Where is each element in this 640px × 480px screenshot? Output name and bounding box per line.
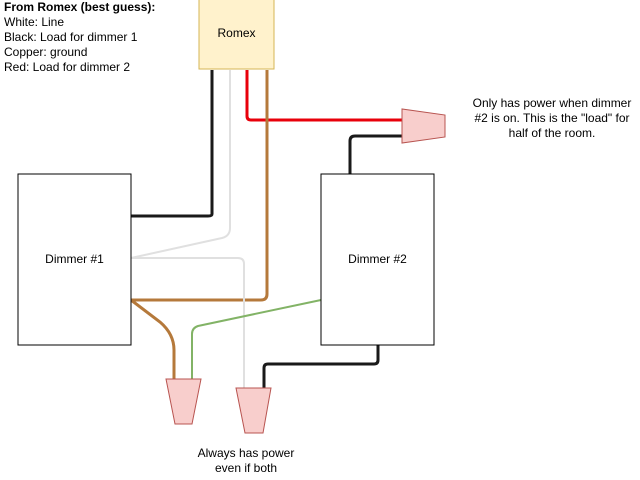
legend-line-white: White: Line (4, 15, 65, 29)
white-wire-dimmer1-to-wirenut (131, 257, 245, 388)
wirenut-bottom-right (235, 387, 272, 434)
dimmer2-label: Dimmer #2 (348, 252, 407, 266)
note-dimmer2-load: Only has power when dimmer #2 is on. Thi… (472, 96, 632, 140)
romex-legend: From Romex (best guess): White: Line Bla… (4, 0, 155, 75)
dimmer1-box (17, 173, 132, 346)
dimmer1-label: Dimmer #1 (45, 252, 104, 266)
romex-box (198, 0, 275, 70)
wirenut-bottom-left (165, 378, 202, 425)
romex-label: Romex (217, 26, 256, 40)
copper-wire-romex-to-dimmer1 (131, 70, 269, 302)
black-wire-wirenut-to-dimmer2 (348, 134, 402, 174)
legend-line-red: Red: Load for dimmer 2 (4, 60, 131, 74)
legend-line-black: Black: Load for dimmer 1 (4, 30, 138, 44)
legend-title: From Romex (best guess): (4, 0, 156, 14)
black-wire-dimmer2-to-wirenut (262, 345, 380, 388)
dimmer2-box (320, 173, 435, 346)
white-wire-romex-to-dimmer1 (130, 70, 231, 259)
black-wire-romex-to-dimmer1 (131, 70, 214, 218)
wirenut-top-right (401, 108, 446, 144)
green-wire-dimmer2-to-wirenut (191, 299, 322, 379)
legend-line-copper: Copper: ground (4, 45, 88, 59)
note-always-power: Always has power even if both (197, 446, 295, 475)
red-wire-romex-to-wirenut (245, 70, 402, 122)
copper-wire-dimmer1-to-wirenut (130, 298, 176, 379)
